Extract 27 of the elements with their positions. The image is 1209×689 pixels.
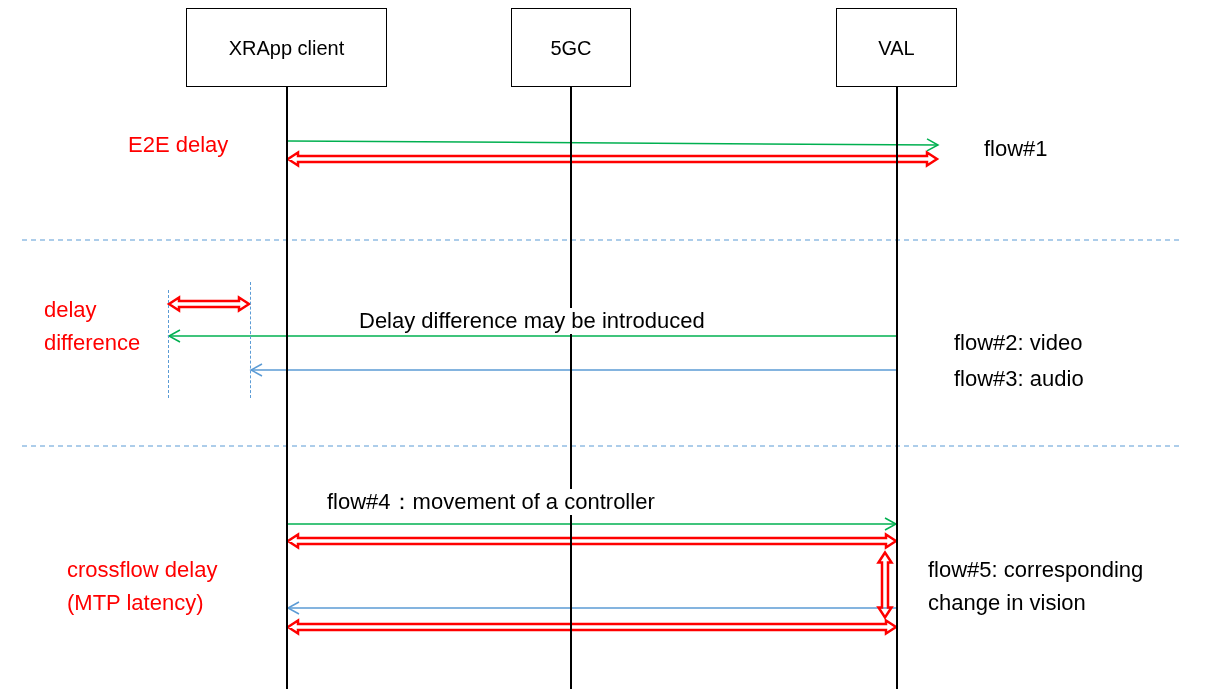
double-arrow: [285, 532, 899, 550]
annotation-text: delay difference: [44, 296, 142, 357]
message-arrow: [250, 363, 897, 377]
edge-label: Delay difference may be introduced: [358, 308, 706, 334]
annotation-text: crossflow delay (MTP latency): [67, 556, 219, 617]
annotation-text: flow#3: audio: [954, 365, 1085, 393]
lifeline: [570, 87, 572, 689]
edge-label: flow#4：movement of a controller: [326, 489, 656, 515]
message-arrow: [287, 601, 897, 615]
extension-line: [167, 290, 169, 398]
annotation-text: E2E delay: [128, 131, 230, 159]
annotation-text: flow#2: video: [954, 329, 1084, 357]
message-arrow: [287, 138, 939, 152]
extension-line: [249, 282, 251, 398]
double-arrow: [285, 618, 899, 636]
annotation-text: flow#1: [984, 135, 1049, 163]
double-arrow: [877, 551, 893, 619]
double-arrow: [166, 295, 252, 313]
message-arrow: [287, 517, 897, 531]
lifeline: [286, 87, 288, 689]
participant-box: VAL: [836, 8, 957, 87]
participant-box: XRApp client: [186, 8, 387, 87]
message-arrow: [168, 329, 897, 343]
annotation-text: flow#5: corresponding change in vision: [928, 556, 1145, 617]
participant-box: 5GC: [511, 8, 631, 87]
double-arrow: [285, 150, 940, 168]
lifeline: [896, 87, 898, 689]
